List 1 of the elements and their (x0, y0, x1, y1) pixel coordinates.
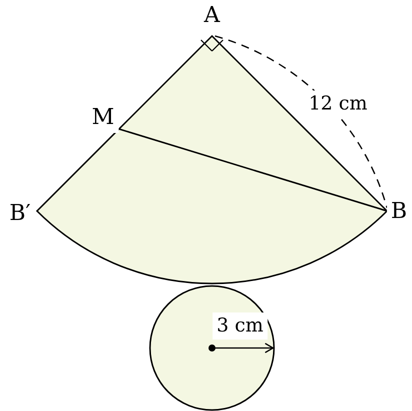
point-label: 3 cm (212, 312, 268, 340)
